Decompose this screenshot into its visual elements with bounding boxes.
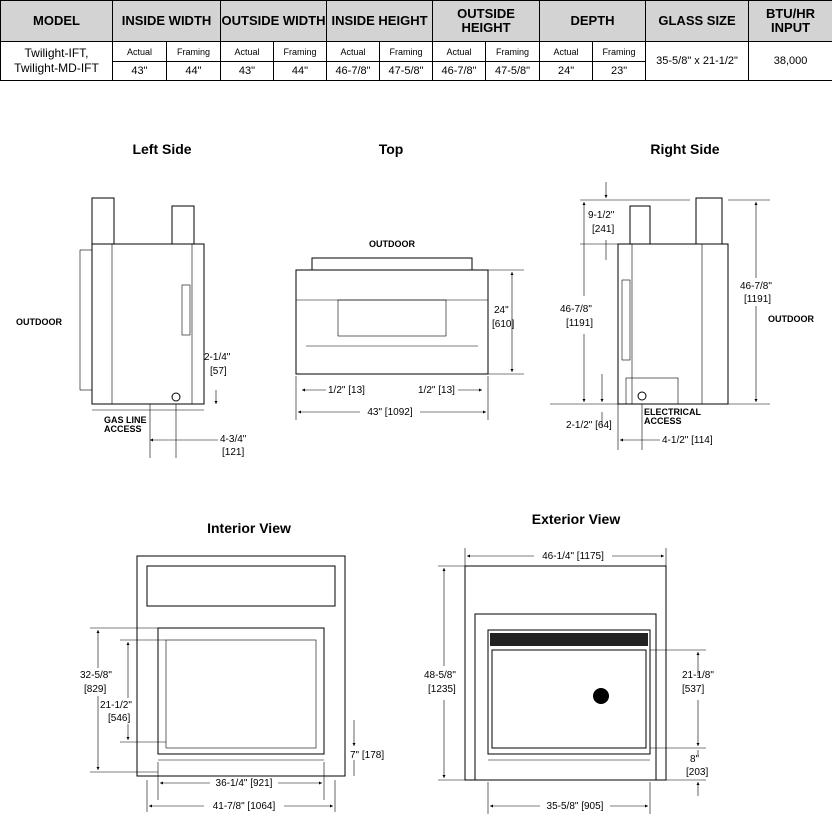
interior-h2: 21-1/2": [100, 700, 132, 711]
right-side-title: Right Side: [650, 141, 719, 157]
exterior-width: 46-1/4" [1175]: [542, 551, 604, 562]
gas-valve-icon: [171, 392, 181, 402]
interior-w1: 36-1/4" [921]: [216, 778, 273, 789]
header-glass-size: GLASS SIZE: [645, 0, 750, 42]
value-cell: 44": [166, 61, 221, 81]
electrical-access-label: ACCESS: [644, 416, 682, 426]
top-depth-mm: [610]: [492, 319, 514, 330]
top-depth: 24": [494, 305, 509, 316]
value-cell: 47-5/8": [485, 61, 541, 81]
value-cell: 24": [539, 61, 594, 81]
gas-line-label: GAS LINE: [104, 415, 147, 425]
right-panel-shape: [631, 243, 703, 405]
right-height: 46-7/8": [560, 304, 592, 315]
interior-hood-shape: [146, 565, 336, 607]
right-offset: 4-1/2" [114]: [662, 435, 713, 446]
btu-cell: 38,000: [748, 41, 832, 81]
electrical-icon: [637, 391, 647, 401]
electrical-box-shape: [625, 377, 679, 405]
exterior-frame-shape: [474, 613, 657, 781]
interior-w2: 41-7/8" [1064]: [213, 801, 276, 812]
top-left-gap: 1/2" [13]: [328, 385, 365, 396]
header-btu: BTU/HR INPUT: [748, 0, 832, 42]
header-model: MODEL: [0, 0, 113, 42]
spec-table: MODEL INSIDE WIDTH OUTSIDE WIDTH INSIDE …: [0, 0, 832, 81]
value-cell: 46-7/8": [432, 61, 487, 81]
right-height-mm: [1191]: [566, 318, 593, 329]
exterior-bottom: 8": [690, 754, 700, 765]
exterior-louver-shape: [490, 633, 648, 646]
interior-title: Interior View: [207, 520, 291, 536]
left-panel-shape: [111, 243, 193, 405]
interior-h2-mm: [546]: [108, 713, 130, 724]
right-top-dim: 9-1/2": [588, 210, 615, 221]
interior-h1-mm: [829]: [84, 684, 106, 695]
right-side-view: Right Side OUTDOOR 9-1/2" [241] 46-7/8" …: [550, 141, 814, 450]
right-vent-left: [629, 205, 651, 245]
interior-bottom: 7" [178]: [350, 750, 384, 761]
exterior-view: Exterior View 46-1/4" [1175] 48-5/8" [12…: [424, 511, 714, 814]
exterior-unit-shape: [487, 629, 651, 755]
right-vent-right: [695, 197, 723, 245]
left-dim-b-mm: [121]: [222, 447, 244, 458]
top-inner-box: [337, 299, 447, 337]
value-cell: 43": [220, 61, 274, 81]
right-bottom-dim: 2-1/2" [64]: [566, 420, 612, 431]
model-cell: Twilight-IFT, Twilight-MD-IFT: [0, 41, 113, 81]
header-outside-height: OUTSIDE HEIGHT: [432, 0, 541, 42]
left-vent-right: [171, 205, 195, 245]
interior-h1: 32-5/8": [80, 670, 112, 681]
value-cell: 44": [273, 61, 327, 81]
top-right-gap: 1/2" [13]: [418, 385, 455, 396]
right-body-shape: [617, 243, 729, 405]
interior-glass-shape: [165, 639, 317, 749]
exterior-title: Exterior View: [532, 511, 621, 527]
left-side-title: Left Side: [132, 141, 191, 157]
value-cell: 23": [592, 61, 647, 81]
exterior-glass-w: 35-5/8" [905]: [547, 801, 604, 812]
left-side-view: Left Side OUTDOOR GAS LINE ACCESS 2-1/4"…: [16, 141, 247, 458]
top-body-shape: [295, 269, 489, 375]
top-outdoor-label: OUTDOOR: [369, 239, 415, 249]
left-dim-a: 2-1/4": [204, 352, 231, 363]
right-bracket-shape: [621, 279, 631, 361]
electrical-label: ELECTRICAL: [644, 407, 701, 417]
top-width: 43" [1092]: [367, 407, 412, 418]
right-height-r-mm: [1191]: [744, 294, 771, 305]
value-cell: 43": [112, 61, 167, 81]
value-cell: 46-7/8": [326, 61, 380, 81]
right-height-r: 46-7/8": [740, 281, 772, 292]
gas-access-label: ACCESS: [104, 424, 142, 434]
exterior-knob-icon: [593, 688, 609, 704]
left-face-shape: [79, 249, 93, 391]
left-dim-b: 4-3/4": [220, 434, 247, 445]
exterior-height-mm: [1235]: [428, 684, 456, 695]
interior-firebox-shape: [157, 627, 325, 755]
glass-size-cell: 35-5/8" x 21-1/2": [645, 41, 750, 81]
right-top-dim-mm: [241]: [592, 224, 614, 235]
value-cell: 47-5/8": [378, 61, 434, 81]
top-cap-shape: [311, 257, 473, 271]
left-body-shape: [91, 243, 205, 405]
interior-surround-shape: [136, 555, 346, 777]
top-view: Top OUTDOOR 24" [610] 1/2" [13] 1/2" [13…: [295, 141, 524, 420]
interior-view: Interior View 32-5/8" [829] 21-1/2" [546…: [80, 520, 384, 812]
exterior-glass-shape: [491, 649, 647, 749]
right-outdoor-label: OUTDOOR: [768, 314, 814, 324]
left-vent-left: [91, 197, 115, 245]
left-outdoor-label: OUTDOOR: [16, 317, 62, 327]
left-dim-a-mm: [57]: [210, 366, 227, 377]
exterior-glass-h: 21-1/8": [682, 670, 714, 681]
exterior-height: 48-5/8": [424, 670, 456, 681]
left-bracket-shape: [181, 284, 191, 336]
top-title: Top: [379, 141, 404, 157]
exterior-glass-h-mm: [537]: [682, 684, 704, 695]
header-inside-height: INSIDE HEIGHT: [325, 0, 434, 42]
exterior-bottom-mm: [203]: [686, 767, 708, 778]
